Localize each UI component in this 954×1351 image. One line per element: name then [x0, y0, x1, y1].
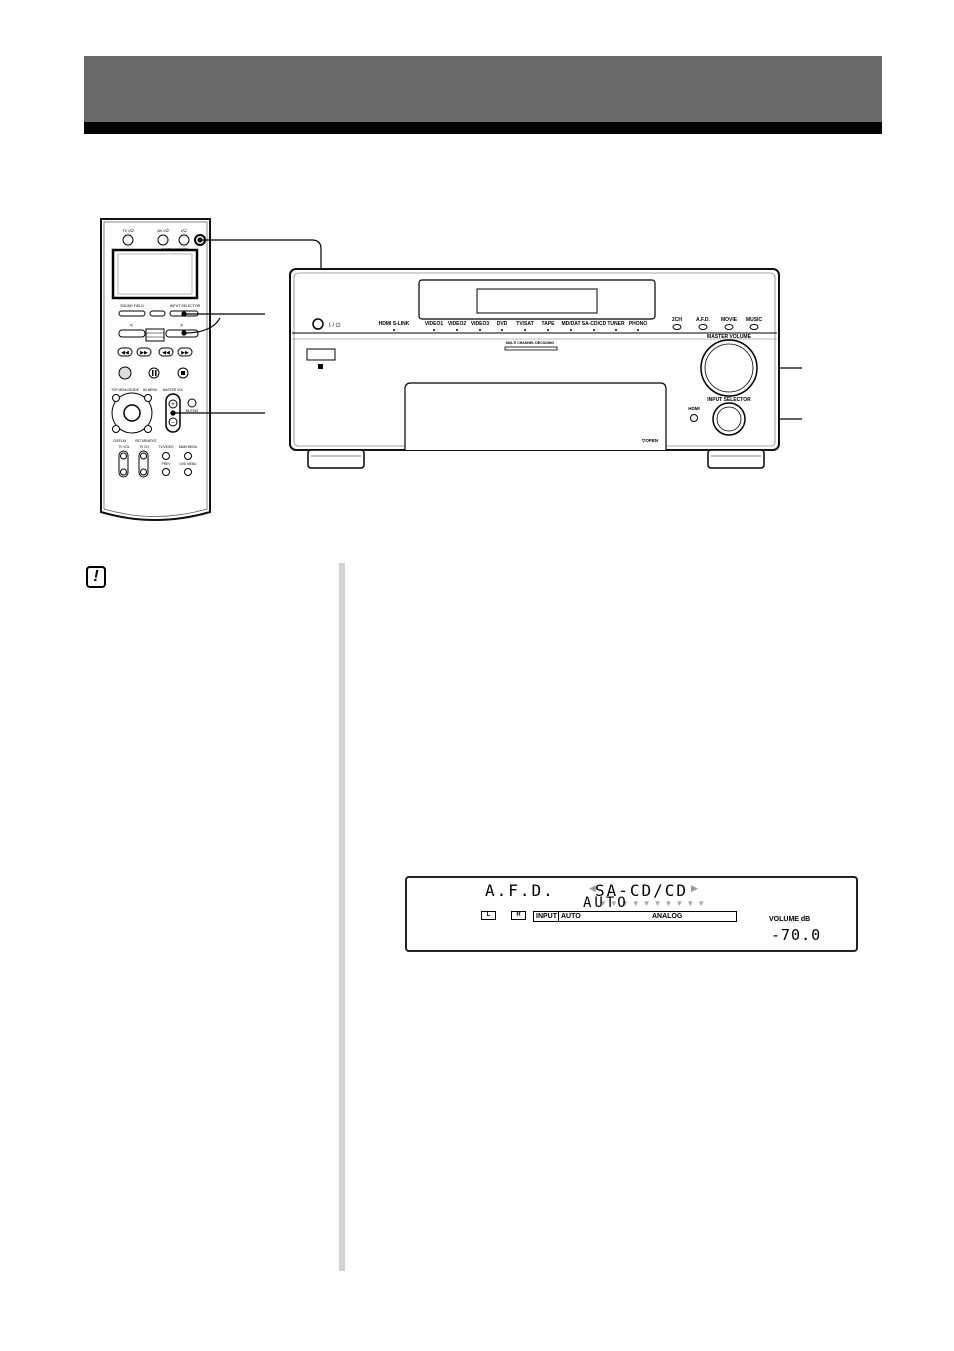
remote-return-label: RETURN/EXIT — [135, 439, 156, 443]
speaker-r-indicator: R — [511, 911, 526, 920]
svg-text:>: > — [180, 323, 183, 329]
volume-value: -70.0 — [771, 926, 822, 944]
remote-prev-label: PREV — [162, 462, 172, 466]
svg-text:▶▶: ▶▶ — [140, 350, 148, 356]
input-label-10: TUNER — [607, 321, 625, 327]
remote-main-menu-label: MAIN MENU — [179, 445, 198, 449]
caution-icon: ! — [86, 566, 106, 588]
svg-text:–: – — [171, 420, 175, 426]
bar-input-label: INPUT — [536, 913, 557, 920]
input-label-5: DVD — [497, 321, 508, 327]
remote-control: TV I/⏻ AV I/⏻ I/⏻ SYSTEM STANDBY SOUND F… — [100, 218, 211, 521]
remote-av-power-label: AV I/⏻ — [157, 228, 169, 233]
display-input-mode: AUTO — [583, 895, 629, 911]
remote-dvd-menu-label: DVD MENU — [179, 462, 197, 466]
receiver-unit: I / ⏻ HDMI S-LINK VIDEO1 VIDEO2 VIDEO3 D… — [289, 268, 780, 469]
column-divider — [339, 563, 345, 1271]
display-panel: A.F.D. ◀ SA-CD/CD ▶ ▼▼▼▼▼▼▼▼▼▼ AUTO L R … — [405, 876, 858, 952]
svg-text:+: + — [171, 402, 175, 408]
speaker-l-indicator: L — [481, 911, 496, 920]
remote-muting-label: MUTING — [186, 409, 199, 413]
input-label-2: VIDEO1 — [425, 321, 444, 327]
bar-auto-label: AUTO — [558, 912, 581, 921]
remote-master-vol-label: MASTER VOL — [163, 388, 184, 392]
remote-input-selector-label: INPUT SELECTOR — [170, 304, 201, 308]
open-label: ▽OPEN — [641, 438, 658, 443]
display-sound-field: A.F.D. — [485, 881, 555, 900]
equipment-figure: TV I/⏻ AV I/⏻ I/⏻ SYSTEM STANDBY SOUND F… — [100, 218, 802, 521]
blink-right-icon: ▶ — [691, 883, 698, 893]
master-volume-label: MASTER VOLUME — [707, 334, 752, 340]
remote-tv-power-label: TV I/⏻ — [122, 228, 134, 233]
blink-left-icon: ◀ — [589, 883, 596, 893]
svg-text:◀◀: ◀◀ — [121, 350, 129, 356]
input-label-11: PHONO — [629, 321, 647, 327]
remote-top-menu-label: TOP MENU/GUIDE — [111, 388, 139, 392]
remote-sound-field-label: SOUND FIELD — [120, 304, 144, 308]
bar-analog-label: ANALOG — [652, 913, 683, 920]
remote-power-label: I/⏻ — [181, 228, 187, 233]
mode-label-2ch: 2CH — [672, 317, 682, 323]
input-label-6: TV/SAT — [516, 321, 533, 327]
mode-label-afd: A.F.D. — [696, 317, 711, 323]
remote-display-label: DISPLAY — [113, 439, 127, 443]
input-label-8: MD/DAT — [561, 321, 580, 327]
hdmi-label: HDMI — [688, 406, 700, 411]
input-label-9: SA-CD/CD — [582, 321, 607, 327]
remote-tv-ch-label: TV CH — [139, 445, 149, 449]
receiver-power-label: I / ⏻ — [329, 322, 341, 329]
svg-text:<: < — [130, 323, 133, 329]
input-label-4: VIDEO3 — [471, 321, 490, 327]
remote-tv-video-label: TV/VIDEO — [159, 445, 174, 449]
header-rule — [84, 122, 882, 134]
remote-av-menu-label: AV MENU — [143, 388, 158, 392]
mode-label-movie: MOVIE — [721, 317, 738, 323]
input-label-7: TAPE — [542, 321, 556, 327]
volume-label: VOLUME dB — [769, 916, 811, 923]
blink-arrows-icon: ▼▼▼▼▼▼▼▼▼▼ — [599, 899, 709, 908]
input-status-bar: INPUT AUTO ANALOG — [533, 911, 737, 922]
multi-channel-label: MULTI CHANNEL DECODING — [506, 341, 555, 345]
input-selector-label: INPUT SELECTOR — [707, 397, 751, 403]
display-input-name: SA-CD/CD — [595, 881, 689, 900]
input-label-1: HDMI S-LINK — [379, 321, 410, 327]
input-label-3: VIDEO2 — [448, 321, 467, 327]
svg-text:▶▶: ▶▶ — [181, 350, 189, 356]
header-band — [84, 56, 882, 122]
svg-text:◀◀: ◀◀ — [162, 350, 170, 356]
mode-label-music: MUSIC — [746, 317, 763, 323]
remote-tv-vol-label: TV VOL — [118, 445, 130, 449]
